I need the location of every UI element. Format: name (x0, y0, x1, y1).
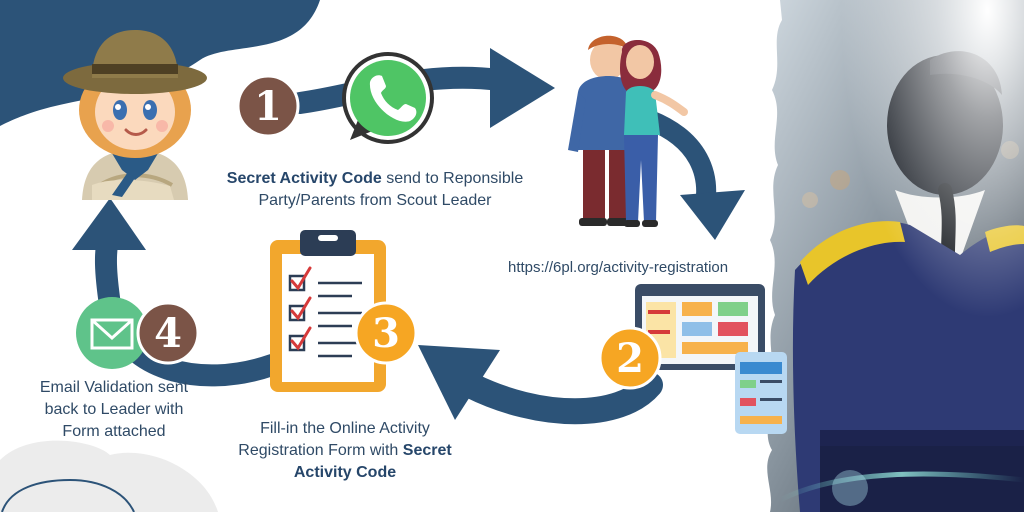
step4-badge: 4 (136, 301, 200, 365)
step3-number: 3 (372, 310, 400, 357)
step1-number: 1 (254, 83, 282, 130)
clipboard-icon (270, 230, 386, 392)
step1-badge: 1 (236, 74, 300, 138)
step1-text: send to Reponsible Party/Parents from Sc… (258, 170, 524, 209)
scout-child-icon (63, 30, 207, 200)
corner-circle-outline (1, 478, 135, 512)
arrow-step3 (457, 372, 663, 425)
step3-text: Fill-in the Online Activity Registration… (238, 420, 430, 459)
step4-caption: Email Validation sent back to Leader wit… (39, 379, 189, 440)
parents-icon (568, 35, 688, 227)
registration-url: https://6pl.org/activity-registration (508, 259, 729, 276)
whatsapp-icon (342, 52, 434, 144)
corner-blob-bottom (0, 440, 218, 512)
step3-bold: Secret Activity Code (293, 442, 452, 481)
step1-caption: Secret Activity Code send to Reponsible … (205, 168, 545, 212)
step2-badge: 2 (598, 326, 662, 390)
step4-number: 4 (154, 310, 182, 357)
step2-number: 2 (616, 335, 644, 382)
web-app-icon (635, 284, 787, 434)
step3-caption: Fill-in the Online Activity Registration… (220, 418, 470, 484)
step1-bold: Secret Activity Code (226, 170, 382, 187)
step3-badge: 3 (354, 301, 418, 365)
flow-arrows (72, 48, 745, 425)
mail-icon (76, 297, 148, 369)
scout-photo (767, 0, 1024, 512)
